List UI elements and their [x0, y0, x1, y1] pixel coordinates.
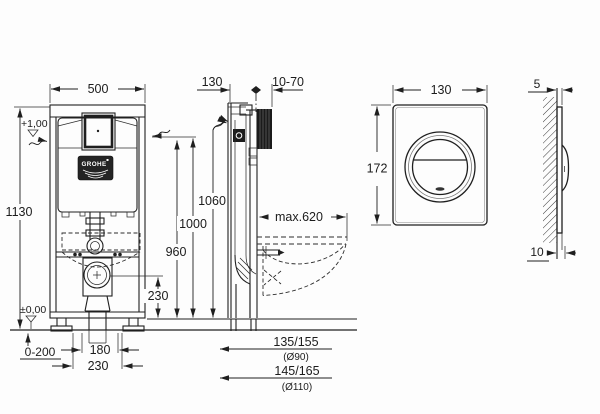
button-logo-mark: [435, 187, 445, 191]
level-top-label: +1,00: [21, 118, 48, 130]
water-level-arrow: [28, 136, 48, 146]
front-view-dimensions: 500 1130 +1,00 ±0,00 0-200 180 230: [2, 82, 229, 373]
plate-profile: [556, 106, 563, 234]
flush-button: [404, 131, 476, 203]
floor-lines: [10, 318, 357, 331]
dim-bowl-depth: max.620: [275, 210, 323, 224]
dim-bolt-spacing: 180: [90, 343, 111, 357]
button-profile: [561, 144, 570, 192]
dim-frame-depth: 130: [202, 75, 223, 89]
dim-plate-thickness: 5: [534, 77, 541, 91]
wall-hatch: [543, 97, 557, 243]
dim-outlet-large: 145/165: [274, 364, 319, 378]
access-box: [81, 112, 116, 151]
grohe-logo-text: GROHE: [81, 161, 106, 168]
dim-base-width: 230: [88, 359, 109, 373]
dim-h1000: 1000: [179, 217, 207, 231]
frame-outline: [49, 104, 146, 319]
dim-outlet-small-dia: (Ø90): [283, 352, 309, 363]
dim-outlet-small: 135/155: [273, 335, 318, 349]
dim-h1060: 1060: [198, 194, 226, 208]
wall-plane-marker: [251, 86, 261, 94]
frame-feet: [50, 318, 145, 332]
side-view-dimensions: 130 10-70 max.620 135/155 (Ø90) 145/165 …: [197, 75, 348, 393]
flush-plate-side-view: 5 10: [527, 77, 576, 262]
dim-plate-protrusion: 10: [530, 245, 544, 259]
drain-elbow: [82, 257, 113, 344]
toilet-bowl-dashed: [257, 236, 347, 296]
dim-plate-height: 172: [367, 162, 388, 176]
dim-plate-width: 130: [431, 83, 452, 97]
dim-feet-range: 0-200: [25, 345, 56, 359]
dim-wall-range: 10-70: [272, 75, 304, 89]
cistern-tank: [57, 112, 138, 213]
level-marker-top: [27, 129, 39, 138]
dim-frame-width: 500: [88, 82, 109, 96]
wall-spacer-box: [257, 109, 272, 149]
level-marker-floor: [25, 315, 37, 323]
flush-plate: [392, 104, 488, 226]
level-floor-label: ±0,00: [20, 304, 46, 316]
bowl-connector: [257, 246, 285, 259]
dim-outlet-large-dia: (Ø110): [282, 382, 312, 393]
dim-drain-height: 230: [148, 289, 169, 303]
dim-h960: 960: [166, 245, 187, 259]
grohe-logo: GROHE: [77, 155, 114, 181]
cistern-front-view: GROHE: [49, 104, 146, 344]
flush-plate-front-view: 130 172: [362, 83, 488, 226]
cistern-side-view: [227, 102, 347, 331]
tank-level-arrow: [152, 129, 171, 139]
dim-frame-height: 1130: [6, 205, 33, 219]
mounting-zone-dashed: [61, 232, 141, 251]
fill-valve: [233, 129, 245, 142]
frame-top-arrow: [212, 115, 229, 131]
